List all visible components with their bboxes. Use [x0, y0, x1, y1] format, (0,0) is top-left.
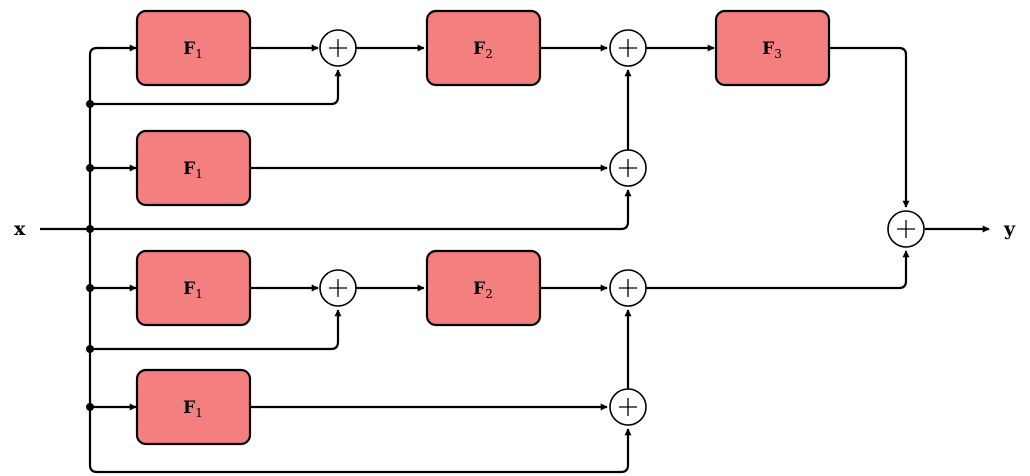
trunk-wire-lower — [88, 229, 98, 474]
adder-plus-icon — [609, 269, 647, 307]
skip-wire-to-adder-6 — [97, 428, 632, 474]
block-f1-row4: F1 — [135, 368, 252, 446]
block-f1-row2: F1 — [135, 129, 252, 207]
input-label: x — [14, 218, 26, 240]
svg-text:F3: F3 — [762, 39, 782, 61]
block-f2-row1: F2 — [425, 9, 542, 87]
svg-text:F1: F1 — [183, 398, 203, 420]
block-f3: F3 — [714, 9, 831, 87]
wire-adder-5-to-final-adder — [646, 250, 910, 290]
output-label: y — [1003, 218, 1016, 240]
skip-wire-to-adder-3 — [90, 189, 632, 231]
skip-wire-to-adder-4 — [90, 309, 342, 351]
svg-text:F2: F2 — [473, 39, 493, 61]
junction-dot — [86, 403, 94, 411]
junctions — [86, 100, 94, 411]
junction-dot — [86, 345, 94, 353]
trunk-wire — [88, 46, 102, 229]
skip-wire-to-adder-1 — [90, 69, 342, 106]
adder-plus-icon — [319, 269, 357, 307]
junction-dot — [86, 284, 94, 292]
adder-plus-icon — [609, 149, 647, 187]
svg-text:F1: F1 — [183, 159, 203, 181]
adder-plus-icon — [319, 29, 357, 67]
junction-dot — [86, 100, 94, 108]
block-f1-row1: F1 — [135, 9, 252, 87]
connections — [40, 44, 990, 474]
block-f1-row3: F1 — [135, 249, 252, 327]
svg-text:F1: F1 — [183, 39, 203, 61]
block-f2-row3: F2 — [425, 249, 542, 327]
wire-f3-to-final-adder — [828, 46, 910, 208]
svg-text:F1: F1 — [183, 279, 203, 301]
final-adder-plus-icon — [887, 210, 925, 248]
svg-text:F2: F2 — [473, 279, 493, 301]
adder-plus-icon — [609, 388, 647, 426]
junction-dot — [86, 164, 94, 172]
adder-plus-icon — [609, 29, 647, 67]
junction-dot — [86, 225, 94, 233]
